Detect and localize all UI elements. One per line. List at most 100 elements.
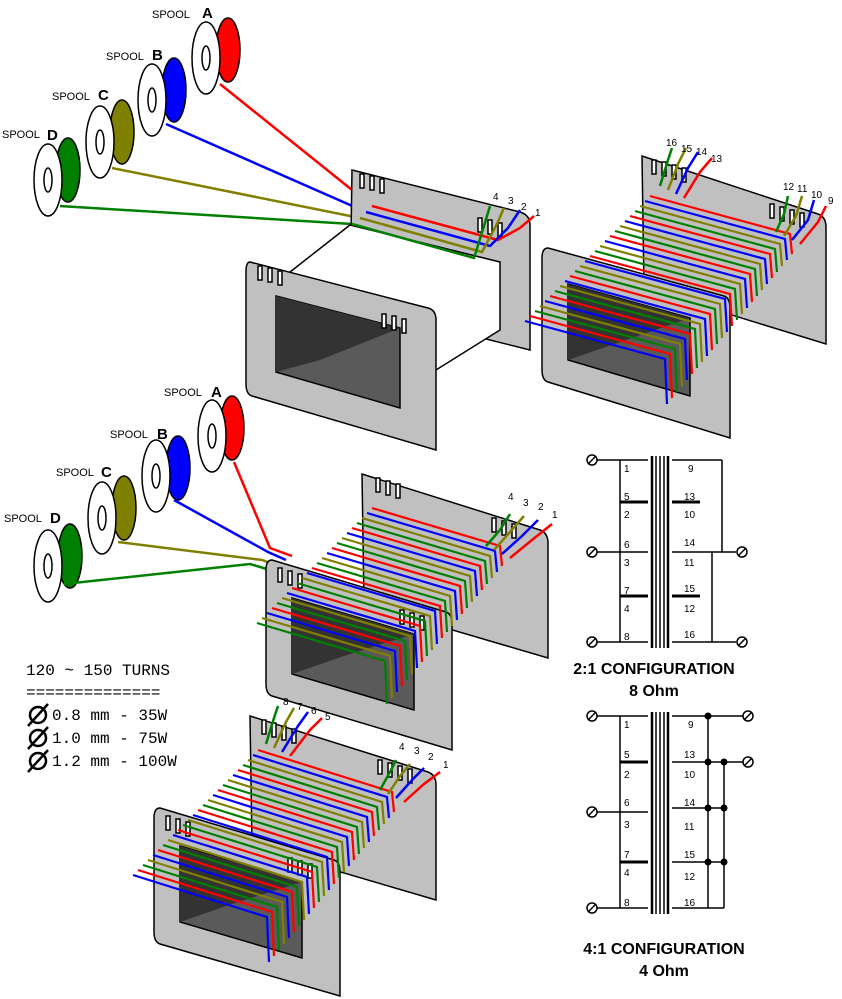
winding-turn <box>574 269 719 345</box>
winding-turn <box>629 214 774 279</box>
winding-turn <box>177 828 316 909</box>
config-4to1-subtitle: 4 Ohm <box>639 963 689 980</box>
bobbin-2-pin-12: 12 <box>783 182 795 193</box>
winding-turn <box>207 798 346 873</box>
schematic-2to1 <box>586 454 748 648</box>
bobbin-4-pin-8: 8 <box>283 697 289 708</box>
schematic-4to1-junctions <box>704 712 728 866</box>
spool-d2-letter: D <box>50 510 61 527</box>
winding-turn <box>296 581 429 657</box>
spool-a2-prefix: SPOOL <box>164 387 202 399</box>
winding-turn <box>217 788 356 861</box>
cfg41-left-pin: 3 <box>624 820 630 831</box>
spec-separator: ============== <box>26 684 160 702</box>
winding-turn <box>192 813 331 891</box>
turns-label: 120 ~ 150 TURNS <box>26 662 170 680</box>
cfg21-left-pin: 8 <box>624 632 630 643</box>
bobbin-2-pin-9: 9 <box>828 196 834 207</box>
winding-turn <box>624 219 769 285</box>
bobbin-1-pin-2: 2 <box>521 202 527 213</box>
winding-turn <box>619 224 764 291</box>
wire-spec-table: 120 ~ 150 TURNS ============== 0.8 mm - … <box>26 662 177 773</box>
winding-turn <box>301 576 434 651</box>
winding-turn <box>187 818 326 897</box>
cfg21-right-pin: 10 <box>684 510 696 521</box>
winding-turn <box>142 863 281 951</box>
cfg21-right-pin: 14 <box>684 538 696 549</box>
bobbin-2-pin-15: 15 <box>681 144 693 155</box>
winding-turn <box>549 294 694 375</box>
winding-turn <box>197 808 336 885</box>
cfg21-left-pin: 1 <box>624 464 630 475</box>
winding-turn <box>286 591 419 669</box>
spool-c2-prefix: SPOOL <box>56 467 94 479</box>
bobbin-1-pin-1: 1 <box>535 208 541 219</box>
spool-d <box>33 137 81 217</box>
winding-turn <box>266 611 399 693</box>
winding-turn <box>569 274 714 351</box>
spool-c <box>85 99 135 179</box>
winding-turn <box>306 571 439 645</box>
winding-turn <box>162 843 301 927</box>
bobbin-4-pin-7: 7 <box>297 702 303 713</box>
spool-d-prefix: SPOOL <box>2 129 40 141</box>
bobbin-3-winding <box>256 506 504 705</box>
bobbin-2-winding <box>524 194 794 405</box>
winding-turn <box>281 596 414 675</box>
bobbin-2-pin-14: 14 <box>696 147 708 158</box>
spool-b-letter: B <box>152 47 163 64</box>
winding-turn <box>256 621 389 705</box>
winding-turn <box>366 511 499 573</box>
spool-d2-prefix: SPOOL <box>4 513 42 525</box>
cfg21-left-pin: 5 <box>624 492 630 503</box>
winding-turn <box>247 758 386 825</box>
bobbin-2-pin-13: 13 <box>711 154 723 165</box>
winding-turn <box>609 234 754 303</box>
winding-turn <box>212 793 351 867</box>
spool-b2-letter: B <box>157 426 168 443</box>
winding-turn <box>554 289 699 369</box>
winding-turn <box>137 868 276 957</box>
winding-turn <box>242 763 381 831</box>
spool-a-prefix: SPOOL <box>152 9 190 21</box>
cfg41-right-pin: 11 <box>684 822 695 833</box>
winding-turn <box>559 284 704 363</box>
cfg41-left-pin: 7 <box>624 850 630 861</box>
bobbin-4-pin-3: 3 <box>414 746 420 757</box>
cfg41-right-pin: 9 <box>688 720 694 731</box>
cfg21-right-pin: 16 <box>684 630 696 641</box>
cfg21-right-pin: 11 <box>684 558 695 569</box>
bobbin-4-pin-4: 4 <box>399 742 405 753</box>
spool-a-letter: A <box>202 5 213 22</box>
winding-turn <box>227 778 366 849</box>
schematic-4to1-pins: 1 5 2 6 3 7 4 8 9 13 10 14 11 15 12 16 <box>624 720 696 909</box>
config-2to1-title: 2:1 CONFIGURATION <box>573 661 734 678</box>
winding-turn <box>371 506 504 567</box>
schematic-2to1-pins: 1 5 2 6 3 7 4 8 9 13 10 14 11 15 12 16 <box>624 464 696 643</box>
winding-turn <box>152 853 291 939</box>
spool-c2-letter: C <box>101 464 112 481</box>
cfg21-right-pin: 13 <box>684 492 696 503</box>
winding-turn <box>589 254 734 327</box>
cfg41-left-pin: 2 <box>624 770 630 781</box>
winding-turn <box>351 526 484 591</box>
cfg41-left-pin: 5 <box>624 750 630 761</box>
cfg41-right-pin: 10 <box>684 770 696 781</box>
winding-turn <box>649 194 794 255</box>
cfg41-right-pin: 14 <box>684 798 696 809</box>
winding-turn <box>311 566 444 639</box>
config-4to1-title: 4:1 CONFIGURATION <box>583 941 744 958</box>
bobbin-4-pin-6: 6 <box>311 706 317 717</box>
winding-turn <box>614 229 759 297</box>
winding-turn <box>604 239 749 309</box>
winding-turn <box>261 616 394 699</box>
winding-turn <box>321 556 454 627</box>
cfg21-left-pin: 7 <box>624 586 630 597</box>
bobbin-1-pin-3: 3 <box>508 196 514 207</box>
winding-turn <box>271 606 404 687</box>
winding-turn <box>237 768 376 837</box>
winding-turn <box>222 783 361 855</box>
winding-turn <box>634 209 779 273</box>
spool-b <box>137 57 187 137</box>
winding-turn <box>167 838 306 921</box>
